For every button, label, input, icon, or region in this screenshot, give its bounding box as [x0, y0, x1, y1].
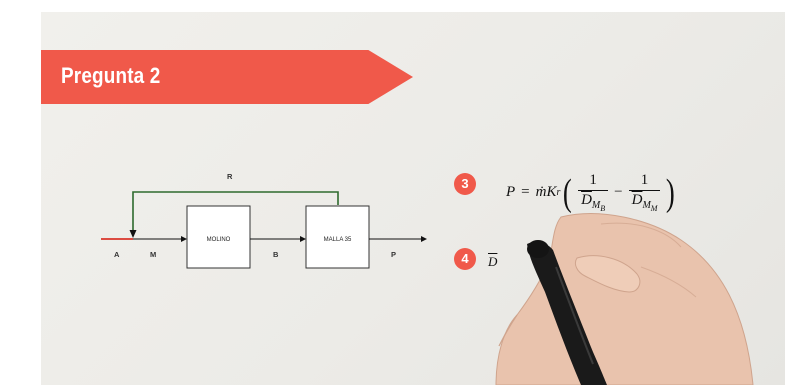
hand-illustration [495, 213, 754, 385]
eq3-lhs: P [506, 184, 516, 200]
banner-title: Pregunta 2 [61, 63, 161, 88]
equation-4-partial: D [488, 254, 498, 269]
eq3-k: K [546, 184, 557, 200]
eq3-denominator-2: DMM [628, 190, 661, 213]
equation-number-badge-3: 3 [454, 173, 476, 195]
equation-number-badge-4: 4 [454, 248, 476, 270]
eq3-fraction-1: 1 DMB [578, 172, 609, 213]
eq3-fraction-2: 1 DMM [628, 172, 661, 213]
malla-block [305, 205, 370, 269]
stream-label-p: P [391, 250, 396, 259]
eq3-denominator-1: DMB [578, 190, 609, 213]
slide-canvas: Pregunta 2 R MOLINO MALLA 35 A M B P [41, 12, 785, 385]
stream-label-r: R [227, 172, 233, 181]
molino-block [186, 205, 251, 269]
process-flow-diagram: R MOLINO MALLA 35 A M B P [101, 172, 754, 385]
stream-label-a: A [114, 250, 120, 259]
eq3-k-subscript: r [556, 187, 561, 198]
eq3-minus: − [614, 184, 623, 200]
title-banner: Pregunta 2 [41, 50, 413, 104]
recycle-stream-line [132, 191, 339, 234]
eq3-close-paren: ) [666, 171, 676, 214]
eq3-open-paren: ( [563, 171, 573, 214]
eq3-numerator-1: 1 [589, 172, 597, 188]
eq3-numerator-2: 1 [640, 172, 649, 188]
eq3-equals: = [521, 184, 530, 200]
stream-label-b: B [273, 250, 279, 259]
molino-label: MOLINO [207, 237, 231, 243]
malla-label: MALLA 35 [324, 237, 352, 243]
recycle-arrowhead [129, 230, 137, 238]
stream-label-m: M [150, 250, 156, 259]
eq3-mdot: ṁ [535, 184, 547, 200]
